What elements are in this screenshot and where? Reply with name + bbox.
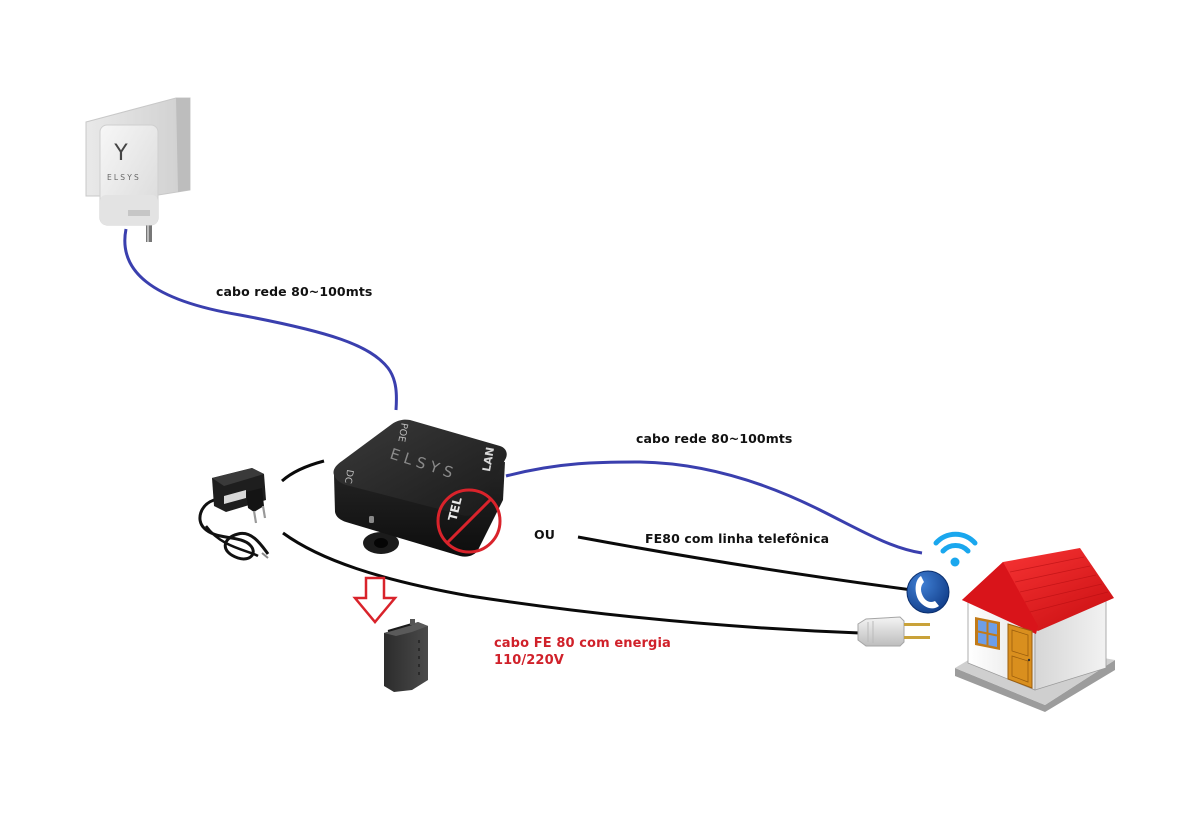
house-window xyxy=(975,617,1000,650)
phone-icon xyxy=(906,570,950,614)
wifi-icon xyxy=(933,531,978,567)
label-fe80-power: cabo FE 80 com energia 110/220V xyxy=(494,635,671,669)
cpe-logo-icon: Y xyxy=(113,141,128,166)
house xyxy=(955,548,1115,712)
cpe-brand: ELSYS xyxy=(107,173,141,182)
network-cable-poe-to-house xyxy=(505,460,923,555)
label-or: OU xyxy=(534,527,555,542)
label-fe80-phone-line: FE80 com linha telefônica xyxy=(645,531,830,546)
lan-port-label: LAN xyxy=(480,446,497,473)
outdoor-cpe-antenna: Y ELSYS xyxy=(85,97,191,242)
network-cable-cpe-to-poe xyxy=(123,228,398,411)
label-fe80-power-line1: cabo FE 80 com energia xyxy=(494,636,671,651)
poe-port-label: POE xyxy=(395,422,409,443)
label-cable-poe-to-house: cabo rede 80~100mts xyxy=(636,431,793,446)
power-adapter xyxy=(198,468,270,561)
label-fe80-power-line2: 110/220V xyxy=(494,653,564,668)
dc-port-label: DC xyxy=(342,469,355,485)
fe80-phone-cable xyxy=(577,535,913,592)
house-door xyxy=(1007,623,1033,689)
power-cable-adapter-to-poe xyxy=(280,459,325,483)
poe-injector: E L S Y S POE DC LAN TEL xyxy=(333,419,507,557)
down-arrow-icon xyxy=(352,576,398,624)
prohibited-icon xyxy=(436,488,502,554)
cables xyxy=(123,228,923,635)
label-cable-cpe-to-poe: cabo rede 80~100mts xyxy=(216,284,373,299)
power-plug-icon xyxy=(857,616,930,647)
fe80-power-module xyxy=(384,619,428,692)
tel-port-label: TEL xyxy=(445,495,464,522)
fe80-power-cable xyxy=(282,531,861,635)
